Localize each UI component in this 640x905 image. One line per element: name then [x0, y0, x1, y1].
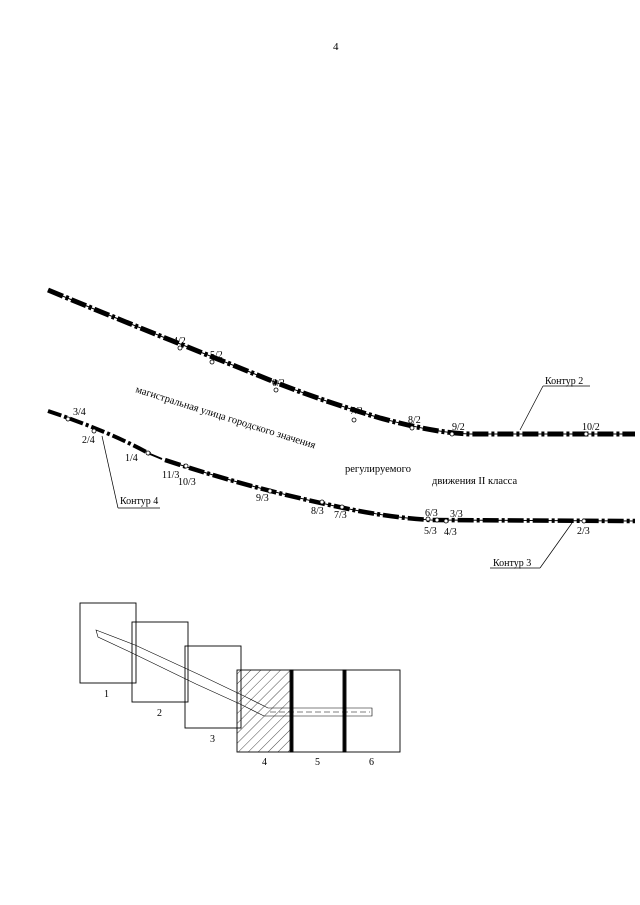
sheet-number-6: 6 [369, 757, 374, 768]
point-label-10-2: 10/2 [582, 422, 600, 433]
point-label-1-4: 1/4 [125, 453, 138, 464]
sheet-frame-6 [342, 669, 401, 753]
sheet-frame-2 [131, 621, 189, 703]
point-label-7-2: 7/2 [350, 406, 363, 417]
contour-4-label: Контур 4 [120, 496, 158, 507]
point-label-2-3: 2/3 [577, 526, 590, 537]
sheet-number-2: 2 [157, 708, 162, 719]
point-label-6-3: 6/3 [425, 508, 438, 519]
point-label-3-4: 3/4 [73, 407, 86, 418]
point-label-9-3: 9/3 [256, 493, 269, 504]
sheet-layout-scheme [79, 602, 401, 753]
point-label-3-3: 3/3 [450, 509, 463, 520]
sheet-frame-5 [289, 669, 347, 753]
contour-3-label: Контур 3 [493, 558, 531, 569]
point-label-10-3: 10/3 [178, 477, 196, 488]
contour-2-label: Контур 2 [545, 376, 583, 387]
point-label-4-2: 4/2 [173, 336, 186, 347]
point-label-5-3: 5/3 [424, 526, 437, 537]
point-label-4-3: 4/3 [444, 527, 457, 538]
sheet-number-1: 1 [104, 689, 109, 700]
point-label-9-2: 9/2 [452, 422, 465, 433]
sheet-number-4: 4 [262, 757, 267, 768]
point-label-11-3: 11/3 [162, 470, 179, 481]
street-name-line2b: движения II класса [432, 476, 517, 487]
point-label-8-3: 8/3 [311, 506, 324, 517]
upper-point-markers [177, 345, 589, 437]
sheet-number-3: 3 [210, 734, 215, 745]
point-label-8-2: 8/2 [408, 415, 421, 426]
point-label-2-4: 2/4 [82, 435, 95, 446]
sheet-frame-1 [79, 602, 137, 684]
street-name-line1: магистральная улица городского значения [134, 384, 317, 451]
page-number: 4 [333, 41, 339, 53]
contour-2-line [47, 287, 635, 437]
sheet-number-5: 5 [315, 757, 320, 768]
street-name-line2a: регулируемого [345, 464, 411, 475]
point-label-5-2: 5/2 [210, 350, 223, 361]
sheet-frame-4 [236, 669, 294, 753]
sheet-frame-3 [184, 645, 242, 729]
point-label-6-2: 6/2 [272, 378, 285, 389]
lower-point-markers [65, 416, 587, 524]
point-label-7-3: 7/3 [334, 510, 347, 521]
contour-3-4-line [47, 409, 636, 524]
